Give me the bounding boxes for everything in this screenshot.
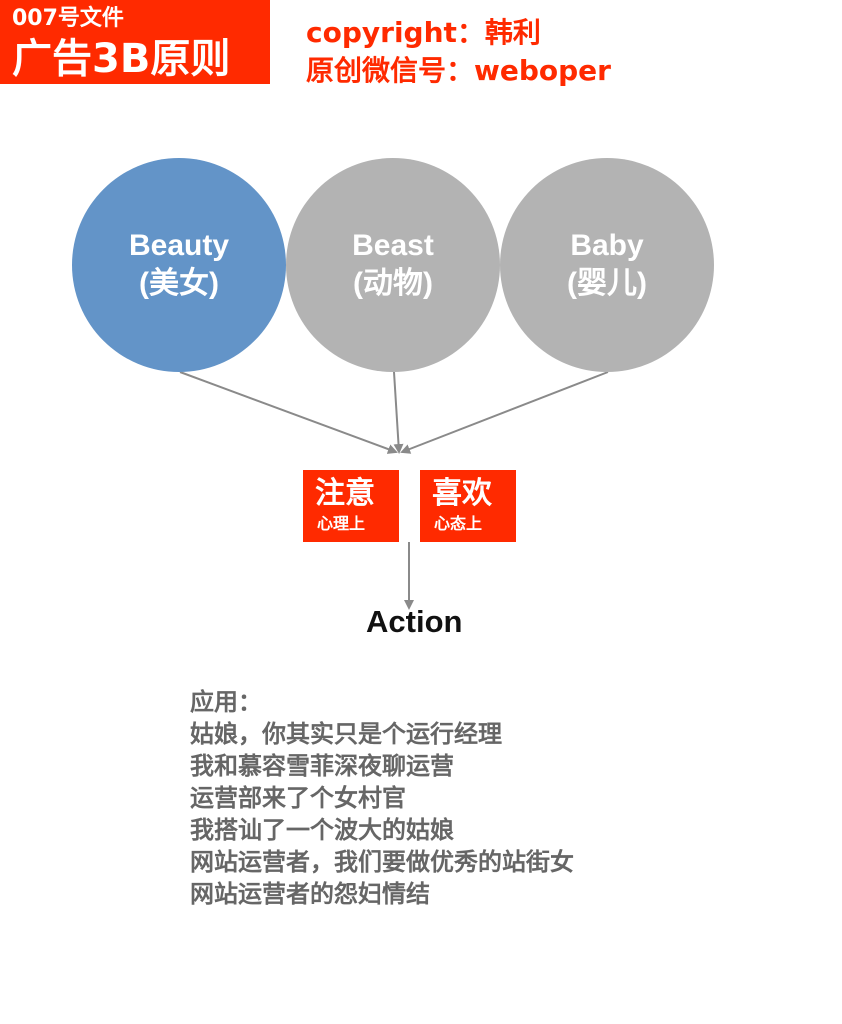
application-item: 我搭讪了一个波大的姑娘 — [190, 816, 454, 844]
application-item: 网站运营者，我们要做优秀的站街女 — [190, 848, 574, 876]
action-label: Action — [366, 604, 463, 639]
application-item: 网站运营者的怨妇情结 — [190, 880, 430, 908]
wechat-line: 原创微信号：weboper — [306, 54, 611, 87]
box-subtitle: 心理上 — [317, 514, 366, 533]
circle-title: Beast — [352, 229, 434, 262]
copyright-block: copyright：韩利 原创微信号：weboper — [306, 14, 611, 90]
circle-subtitle: (美女) — [139, 267, 219, 300]
application-item: 我和慕容雪菲深夜聊运营 — [190, 752, 454, 780]
arrow-baby — [400, 371, 609, 454]
circle-title: Beauty — [128, 229, 230, 262]
arrow-beast — [393, 371, 404, 454]
header-title: 广告3B原则 — [12, 36, 231, 82]
circle-title: Baby — [570, 229, 644, 262]
box-title: 注意 — [315, 476, 375, 511]
application-list: 应用： 姑娘，你其实只是个运行经理 我和慕容雪菲深夜聊运营 运营部来了个女村官 … — [190, 686, 574, 910]
arrow-beauty — [179, 371, 398, 454]
header-banner: 007号文件 广告3B原则 — [0, 0, 270, 84]
box-liking: 喜欢 心态上 — [420, 470, 516, 542]
box-title: 喜欢 — [432, 476, 492, 511]
circle-baby: Baby (婴儿) — [500, 158, 714, 372]
header-subtitle: 007号文件 — [12, 6, 124, 31]
circle-beauty: Beauty (美女) — [72, 158, 286, 372]
box-attention: 注意 心理上 — [303, 470, 399, 542]
application-heading: 应用： — [190, 688, 262, 716]
circle-subtitle: (动物) — [353, 267, 433, 300]
box-subtitle: 心态上 — [434, 514, 483, 533]
copyright-line: copyright：韩利 — [306, 16, 541, 49]
circle-subtitle: (婴儿) — [567, 267, 647, 300]
application-item: 运营部来了个女村官 — [190, 784, 406, 812]
application-item: 姑娘，你其实只是个运行经理 — [190, 720, 502, 748]
circle-beast: Beast (动物) — [286, 158, 500, 372]
